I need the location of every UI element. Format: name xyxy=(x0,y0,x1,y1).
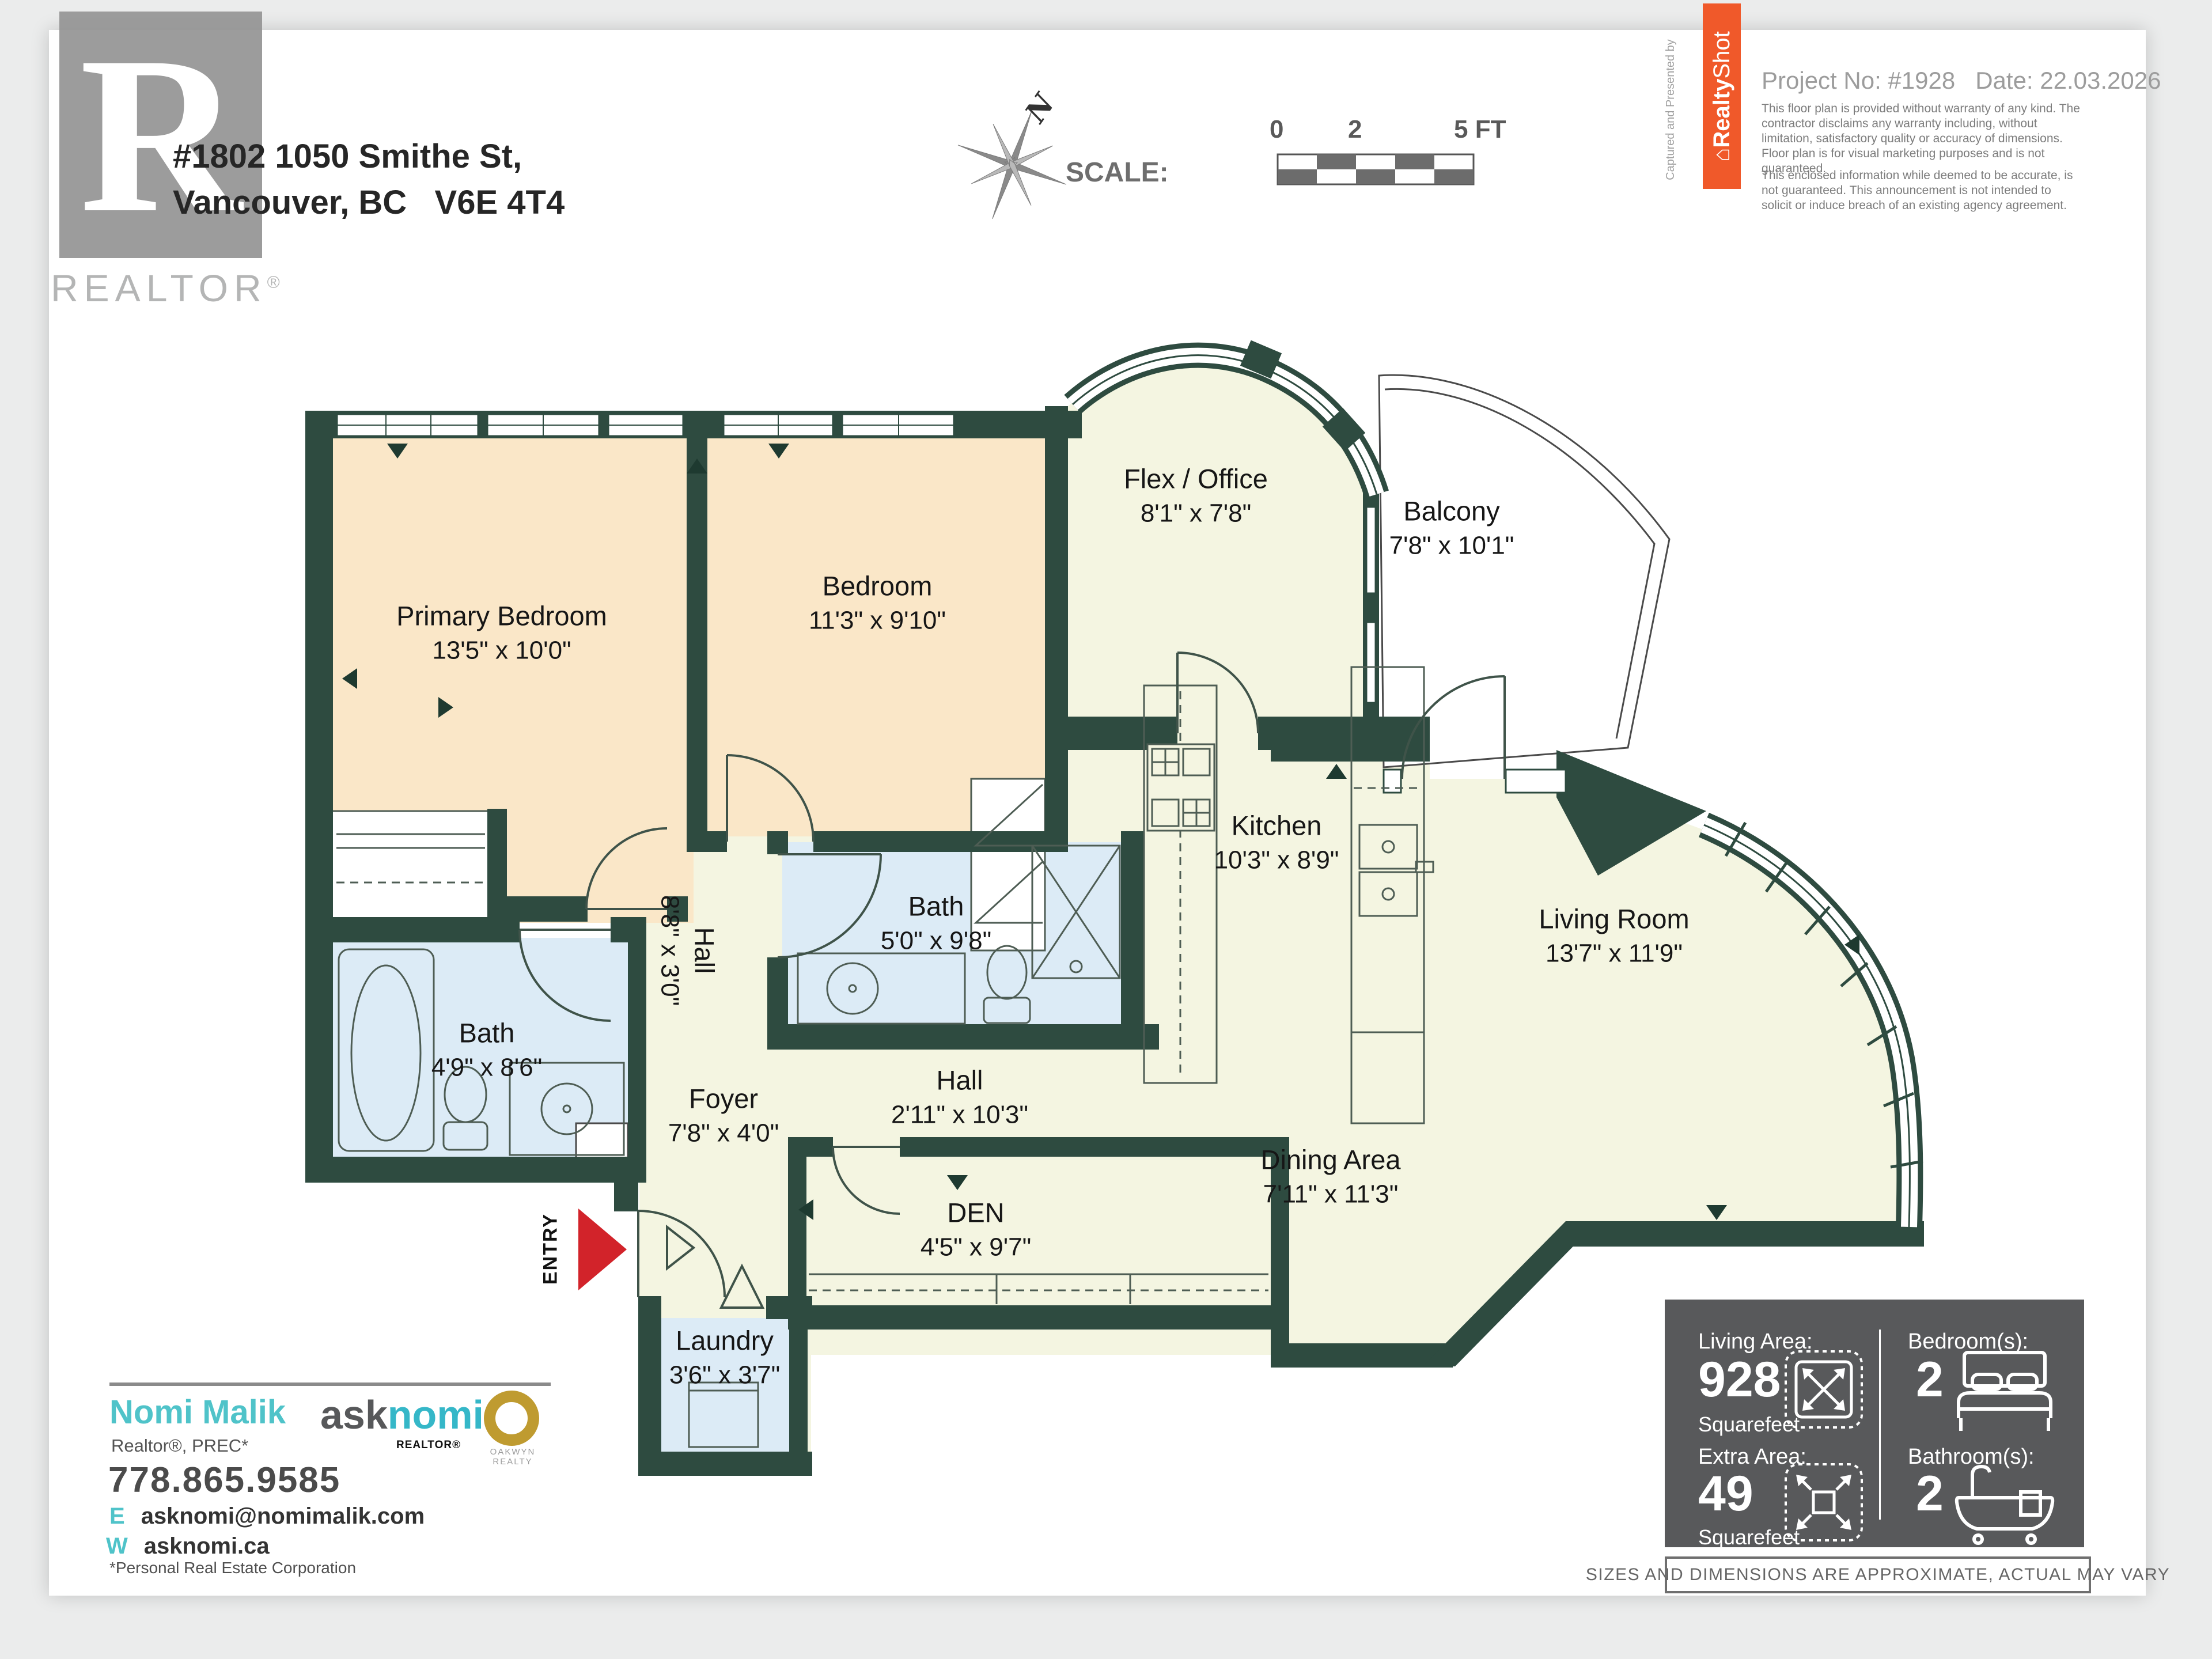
room-dimensions: 7'8" x 4'0" xyxy=(668,1119,779,1147)
scale-tick-2: 2 xyxy=(1348,115,1362,143)
scale-bar-icon xyxy=(1277,153,1475,185)
dimensions-note: SIZES AND DIMENSIONS ARE APPROXIMATE, AC… xyxy=(1586,1556,2169,1593)
room-name: Kitchen xyxy=(1231,810,1322,841)
room-name: DEN xyxy=(947,1197,1005,1228)
room-dimensions: 4'9" x 8'6" xyxy=(431,1053,543,1082)
room-dimensions: 3'6" x 3'7" xyxy=(669,1361,781,1389)
room-dimensions: 4'5" x 9'7" xyxy=(920,1233,1032,1262)
room-label-bath: Bath 4'9" x 8'6" xyxy=(431,1017,542,1082)
bathrooms-value: 2 xyxy=(1916,1466,1944,1521)
disclaimer-1: This floor plan is provided without warr… xyxy=(1762,102,2080,175)
prec-footnote: *Personal Real Estate Corporation xyxy=(109,1559,357,1577)
registered-mark: ® xyxy=(267,273,286,292)
email-label: E xyxy=(109,1503,125,1529)
project-info: Project No: #1928 Date: 22.03.2026 xyxy=(1762,67,2161,94)
room-name: Primary Bedroom xyxy=(396,600,607,631)
room-dimensions: 5'0" x 9'8" xyxy=(880,926,992,955)
living-area-unit: Squarefeet xyxy=(1698,1412,1800,1436)
room-label-bedroom: Bedroom 11'3" x 9'10" xyxy=(809,570,946,635)
room-dimensions: 2'11" x 10'3" xyxy=(891,1100,1029,1129)
room-name: Bath xyxy=(908,891,964,922)
extra-area-value: 49 xyxy=(1698,1466,1753,1521)
room-name: Flex / Office xyxy=(1124,463,1268,494)
bedrooms-label: Bedroom(s): xyxy=(1908,1330,2029,1354)
room-name: Balcony xyxy=(1403,495,1500,527)
scale-label: SCALE: xyxy=(1066,157,1169,188)
agent-email[interactable]: asknomi@nomimalik.com xyxy=(141,1503,425,1529)
realtyshot-banner: ⌂RealtyShot xyxy=(1703,3,1741,189)
asknomi-logo: asknomi xyxy=(320,1392,484,1437)
room-label-hall: Hall 2'11" x 10'3" xyxy=(891,1065,1028,1130)
room-label-laundry: Laundry 3'6" x 3'7" xyxy=(669,1325,780,1390)
realtor-wordmark: REALTOR® xyxy=(51,267,286,309)
living-area-label: Living Area: xyxy=(1698,1330,1813,1354)
room-label-flex-office: Flex / Office 8'1" x 7'8" xyxy=(1124,463,1268,528)
bed-icon xyxy=(1957,1351,2052,1431)
room-dimensions: 8'8" x 3'0" xyxy=(656,895,684,1006)
room-name: Living Room xyxy=(1539,903,1690,934)
room-name: Hall xyxy=(936,1065,983,1096)
asknomi-realtor-sub: REALTOR® xyxy=(396,1439,461,1451)
room-dimensions: 7'8" x 10'1" xyxy=(1389,531,1514,560)
agent-divider xyxy=(109,1382,551,1386)
expand-icon xyxy=(1785,1350,1863,1429)
room-dimensions: 10'3" x 8'9" xyxy=(1214,846,1339,874)
room-name: Bath xyxy=(459,1017,515,1048)
entry-label: ENTRY xyxy=(539,1213,562,1285)
room-label-kitchen: Kitchen 10'3" x 8'9" xyxy=(1214,810,1339,875)
room-dimensions: 7'11" x 11'3" xyxy=(1263,1180,1399,1209)
room-label-bath: Bath 5'0" x 9'8" xyxy=(881,891,991,956)
scale-tick-5ft: 5 FT xyxy=(1454,115,1506,143)
website-label: W xyxy=(106,1533,128,1559)
living-area-value: 928 xyxy=(1698,1352,1781,1407)
room-dimensions: 13'7" x 11'9" xyxy=(1545,939,1683,968)
extra-area-unit: Squarefeet xyxy=(1698,1525,1800,1549)
shrink-icon xyxy=(1785,1463,1863,1541)
entry-arrow-icon xyxy=(578,1209,627,1290)
property-address: #1802 1050 Smithe St,Vancouver, BC V6E 4… xyxy=(173,138,565,222)
compass-icon xyxy=(957,110,1067,219)
room-name: Laundry xyxy=(676,1325,774,1356)
room-name: Foyer xyxy=(688,1083,759,1114)
room-name: Hall xyxy=(689,927,720,974)
extra-area-label: Extra Area: xyxy=(1698,1445,1806,1469)
room-dimensions: 13'5" x 10'0" xyxy=(432,636,571,665)
room-name: Dining Area xyxy=(1260,1144,1401,1175)
realtor-logo: R xyxy=(59,12,262,258)
captured-by-caption: Captured and Presented by xyxy=(1664,39,1677,180)
agent-name: Nomi Malik xyxy=(109,1393,286,1431)
agent-phone: 778.865.9585 xyxy=(108,1460,341,1500)
room-dimensions: 11'3" x 9'10" xyxy=(808,606,946,635)
room-label-den: DEN 4'5" x 9'7" xyxy=(921,1197,1031,1262)
bathrooms-label: Bathroom(s): xyxy=(1908,1445,2035,1469)
agent-title: Realtor®, PREC* xyxy=(111,1435,249,1456)
oakwyn-logo xyxy=(484,1391,539,1446)
bathtub-icon xyxy=(1955,1464,2055,1545)
agent-website[interactable]: asknomi.ca xyxy=(143,1533,270,1559)
room-dimensions: 8'1" x 7'8" xyxy=(1140,499,1252,528)
house-icon: ⌂ xyxy=(1709,147,1734,162)
oakwyn-wordmark: OAKWYN REALTY xyxy=(490,1447,536,1467)
stats-divider xyxy=(1879,1330,1881,1520)
scale-tick-0: 0 xyxy=(1270,115,1284,143)
room-label-dining-area: Dining Area 7'11" x 11'3" xyxy=(1261,1144,1401,1209)
room-label-balcony: Balcony 7'8" x 10'1" xyxy=(1389,495,1514,560)
bedrooms-value: 2 xyxy=(1916,1352,1944,1407)
room-name: Bedroom xyxy=(822,570,933,601)
room-label-foyer: Foyer 7'8" x 4'0" xyxy=(668,1083,779,1148)
disclaimer-2: This enclosed information while deemed t… xyxy=(1762,169,2073,212)
room-label-living-room: Living Room 13'7" x 11'9" xyxy=(1539,903,1689,968)
room-label-primary-bedroom: Primary Bedroom 13'5" x 10'0" xyxy=(396,600,607,665)
stats-panel: Living Area: 928 Squarefeet Extra Area: … xyxy=(1665,1300,2084,1549)
